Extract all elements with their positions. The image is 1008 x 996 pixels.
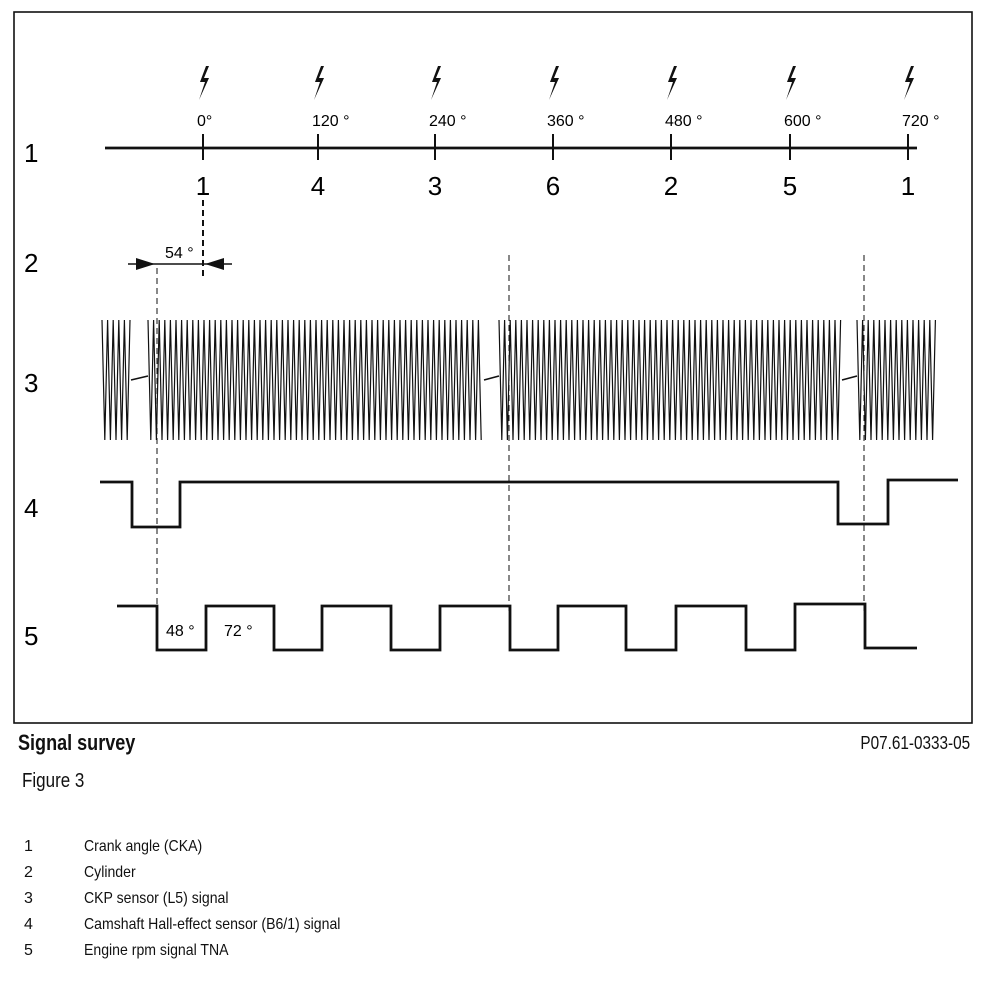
cylinder-number: 2 <box>664 171 678 201</box>
crank-angle-label: 480 ° <box>665 113 703 130</box>
ignition-spark-icon <box>786 66 796 100</box>
legend-number: 1 <box>24 838 33 855</box>
legend-item: 2 Cylinder <box>20 864 720 890</box>
crank-angle-label: 120 ° <box>312 113 350 130</box>
cylinder-number: 4 <box>311 171 325 201</box>
legend-text: CKP sensor (L5) signal <box>84 890 229 907</box>
cylinder-number: 5 <box>783 171 797 201</box>
ckp-signal-segment <box>498 319 842 441</box>
legend-text: Camshaft Hall-effect sensor (B6/1) signa… <box>84 916 341 933</box>
figure-code: P07.61-0333-05 <box>860 733 970 753</box>
legend-item: 4 Camshaft Hall-effect sensor (B6/1) sig… <box>20 916 720 942</box>
ignition-spark-icon <box>549 66 559 100</box>
ckp-signal-segment <box>101 319 131 441</box>
legend: 1 Crank angle (CKA) 2 Cylinder 3 CKP sen… <box>20 838 720 968</box>
legend-text: Engine rpm signal TNA <box>84 942 229 959</box>
ckp-signal-segment <box>856 319 936 441</box>
cylinder-number: 1 <box>196 171 210 201</box>
crank-angle-label: 240 ° <box>429 113 467 130</box>
gap-arrow-left-icon <box>136 258 155 270</box>
ignition-spark-icon <box>314 66 324 100</box>
legend-number: 2 <box>24 864 33 881</box>
ignition-spark-icon <box>431 66 441 100</box>
row-label-5: 5 <box>24 621 38 651</box>
figure-label: Figure 3 <box>22 770 85 792</box>
ckp-signal-gap <box>130 375 149 381</box>
legend-item: 3 CKP sensor (L5) signal <box>20 890 720 916</box>
tna-rpm-signal <box>117 602 917 652</box>
legend-number: 4 <box>24 916 33 933</box>
ckp-signal-segment <box>147 319 482 441</box>
ignition-spark-icon <box>904 66 914 100</box>
gap-arrow-right-icon <box>205 258 224 270</box>
legend-number: 5 <box>24 942 33 959</box>
row-label-2: 2 <box>24 248 38 278</box>
ignition-spark-icon <box>667 66 677 100</box>
crank-angle-label: 360 ° <box>547 113 585 130</box>
row-label-1: 1 <box>24 138 38 168</box>
legend-item: 1 Crank angle (CKA) <box>20 838 720 864</box>
tna-low-angle-label: 48 ° <box>166 623 195 640</box>
camshaft-hall-signal <box>100 478 958 529</box>
tna-high-angle-label: 72 ° <box>224 623 253 640</box>
row-label-4: 4 <box>24 493 38 523</box>
cylinder-number: 6 <box>546 171 560 201</box>
gap-angle-label: 54 ° <box>165 245 194 262</box>
cylinder-number: 1 <box>901 171 915 201</box>
crank-angle-label: 720 ° <box>902 113 940 130</box>
ignition-spark-icon <box>199 66 209 100</box>
legend-number: 3 <box>24 890 33 907</box>
cylinder-number: 3 <box>428 171 442 201</box>
legend-text: Cylinder <box>84 864 136 881</box>
row-label-3: 3 <box>24 368 38 398</box>
crank-angle-label: 600 ° <box>784 113 822 130</box>
ckp-signal-gap <box>483 375 500 381</box>
legend-text: Crank angle (CKA) <box>84 838 203 855</box>
diagram-frame <box>13 11 973 724</box>
crank-angle-label: 0° <box>197 113 212 130</box>
ckp-sensor-signal <box>101 319 936 441</box>
caption-title: Signal survey <box>18 730 136 755</box>
legend-item: 5 Engine rpm signal TNA <box>20 942 720 968</box>
ckp-signal-gap <box>841 375 858 381</box>
